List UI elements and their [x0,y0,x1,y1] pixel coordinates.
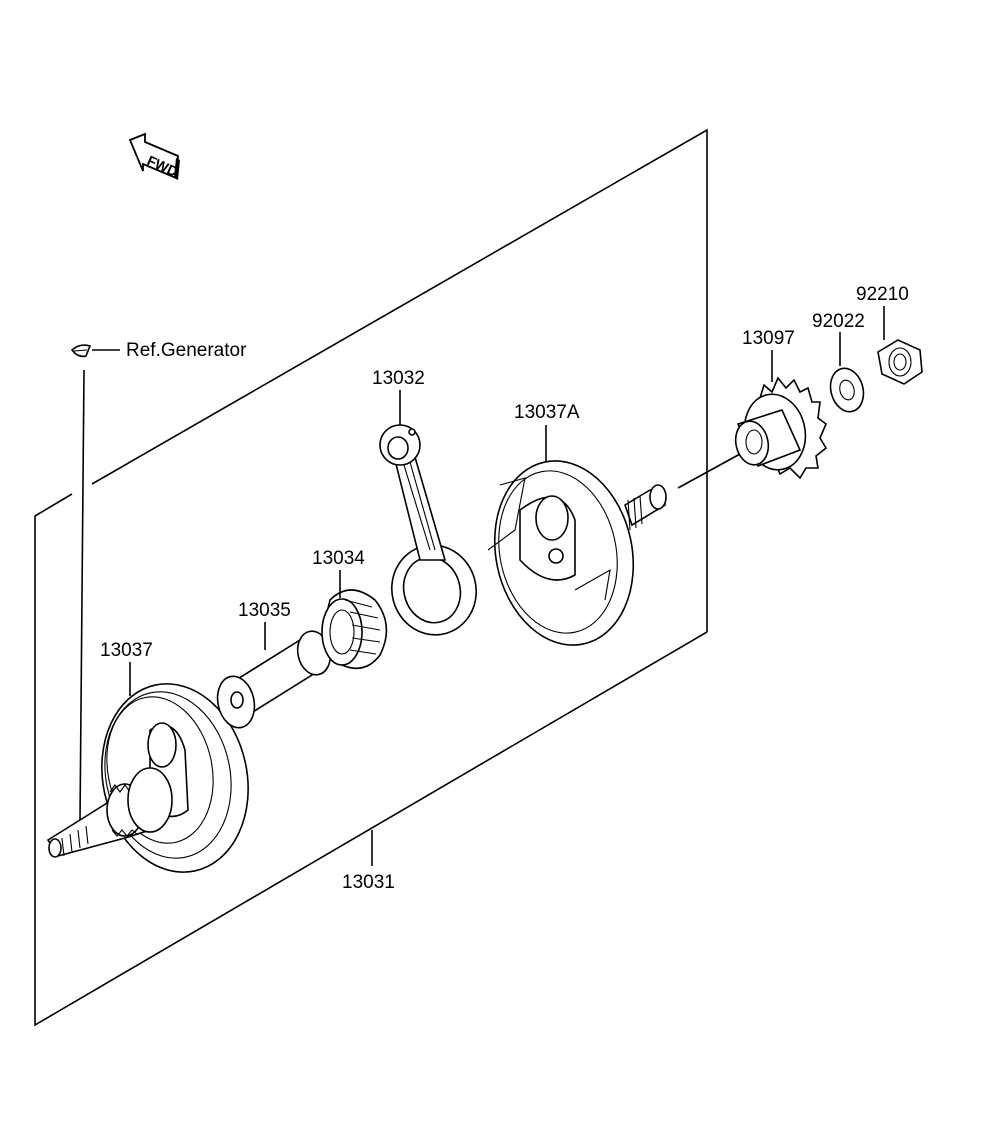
right-crankshaft-flywheel-part [487,460,667,646]
label-13032: 13032 [372,368,425,389]
needle-bearing-part [321,589,388,670]
crankshaft-gear-part [734,376,828,480]
label-13097: 13097 [742,328,795,349]
label-ref-generator: Ref.Generator [126,340,247,361]
crank-pin-part [216,630,332,729]
woodruff-key-part [70,344,92,358]
key-axis-line [79,369,85,821]
fwd-arrow-icon: FWD [128,132,180,180]
shaft-axis-line [677,453,741,489]
washer-part [829,367,865,413]
label-92210: 92210 [856,284,909,305]
assembly-outline [34,128,708,1027]
label-13031: 13031 [342,872,395,893]
label-13034: 13034 [312,548,365,569]
left-crankshaft-flywheel-part [46,683,249,873]
label-92022: 92022 [812,311,865,332]
label-13037A: 13037A [514,402,580,423]
label-13035: 13035 [238,600,291,621]
nut-part [877,339,923,385]
connecting-rod-part [379,424,478,636]
label-13037: 13037 [100,640,153,661]
